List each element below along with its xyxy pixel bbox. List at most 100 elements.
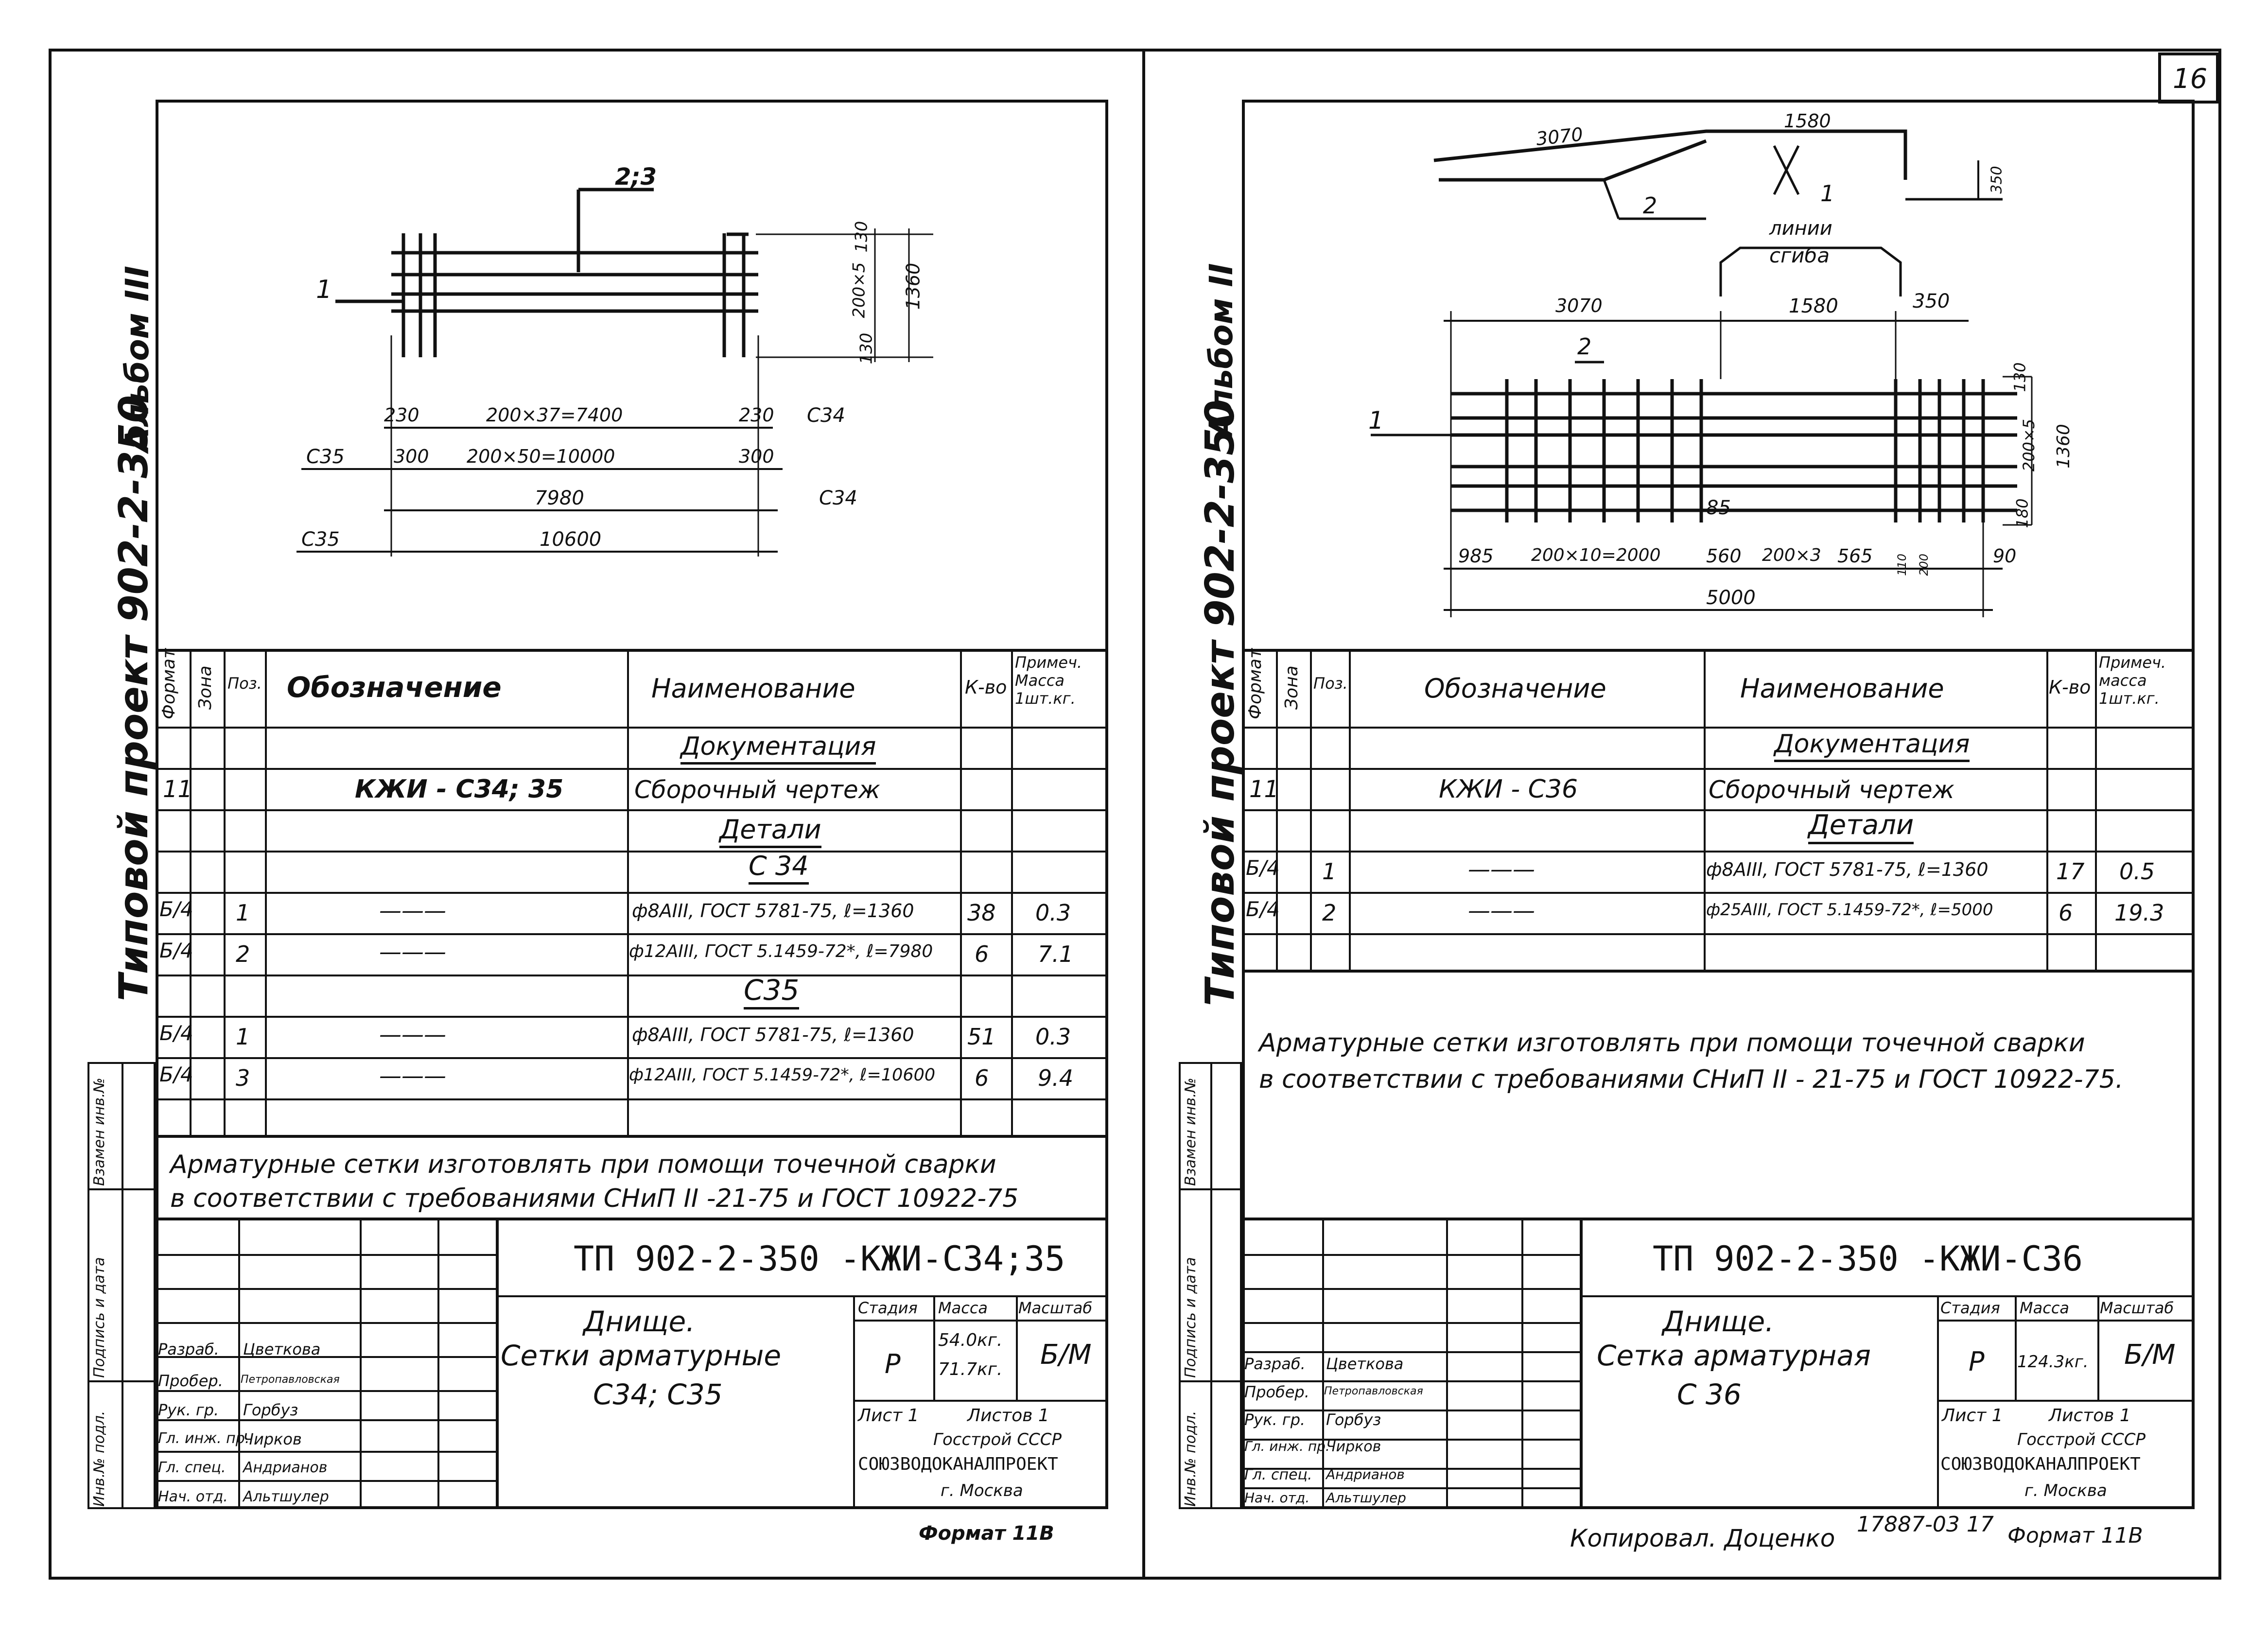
page-border [49,49,2221,1580]
left-sheet-frame [156,100,1108,1509]
right-row5-qty: 6 [2059,900,2073,926]
left-row5-pos: 1 [236,900,250,926]
right-spec-r1 [1242,768,2195,770]
right-sheet-frame [1242,100,2195,1509]
left-spec-c5 [960,649,962,1135]
copy-note: Копировал. Доценко [1570,1524,1835,1552]
right-dim-985: 985 [1458,545,1494,567]
right-name-2: Петропавловская [1324,1385,1423,1397]
right-rdim-180: 180 [2013,498,2032,528]
right-row4-name: ф8АIII, ГОСТ 5781-75, ℓ=1360 [1706,859,1989,880]
right-rdim-1360: 1360 [2053,424,2074,469]
right-spec-bottom [1242,970,2195,973]
left-tb-v4 [1016,1295,1018,1400]
left-city: г. Москва [941,1481,1023,1500]
left-row8-pos: 1 [236,1024,250,1050]
left-sg-v1 [238,1218,240,1509]
left-col-code: Обозначение [287,671,502,704]
right-role-5: Гл. спец. [1244,1466,1312,1483]
left-row1-code: КЖИ - С34; 35 [355,775,564,804]
right-rdim-200x5: 200×5 [2020,418,2039,472]
right-dim-2000: 200×10=2000 [1531,545,1661,565]
left-sg-v3 [437,1218,439,1509]
right-tb-h2 [1937,1320,2195,1322]
right-spec-c1 [1276,649,1278,970]
left-role-2: Пробер. [158,1372,223,1390]
left-mark-c35b: С35 [301,528,340,551]
left-doc-code: ТП 902-2-350 -КЖИ-С34;35 [574,1239,1065,1279]
left-title-2: Сетки арматурные [501,1339,782,1372]
order-no: 17887-03 17 [1857,1512,1994,1537]
left-name-5: Андрианов [243,1459,328,1476]
left-row8-qty: 51 [967,1024,996,1050]
right-row-docs: Документация [1774,731,1970,762]
right-dim-1580: 1580 [1789,295,1838,317]
right-org2: СОЮЗВОДОКАНАЛПРОЕКТ [1940,1454,2141,1474]
right-row5-code: ——— [1468,897,1535,923]
right-margin-h2 [1179,1380,1242,1382]
left-spec-r7 [156,1016,1108,1018]
left-mark-c34a: С34 [807,404,845,427]
left-dim-230a: 230 [384,404,419,426]
left-name-3: Горбуз [243,1401,298,1419]
right-sg-h8 [1242,1468,1580,1470]
right-dim-200x3: 200×3 [1762,545,1821,565]
left-margin-h2 [87,1380,156,1382]
left-spec-r5 [156,933,1108,935]
right-row-parts: Детали [1808,812,1914,844]
left-tb-h2 [853,1320,1108,1322]
right-bend-note-2: сгиба [1769,244,1830,267]
right-top-1580: 1580 [1784,110,1831,132]
left-tb-top [156,1218,1108,1220]
right-sg-v1 [1322,1218,1324,1509]
left-spec-c1 [190,649,192,1135]
left-note-line1: Арматурные сетки изготовлять при помощи … [170,1150,996,1179]
left-spec-c4 [627,649,629,1135]
right-row4-note: 0.5 [2119,858,2155,885]
left-format: Формат 11В [919,1522,1054,1545]
right-stage-label: Стадия [1940,1299,2000,1317]
right-name-4: Чирков [1326,1438,1381,1455]
left-org2: СОЮЗВОДОКАНАЛПРОЕКТ [858,1454,1058,1474]
left-row9-name: ф12АIII, ГОСТ 5.1459-72*, ℓ=10600 [629,1065,936,1085]
right-mass: 124.3кг. [2017,1352,2089,1372]
left-tb-h3 [853,1400,1108,1402]
left-name-1: Цветкова [243,1340,321,1358]
left-col-qty: К-во [965,677,1007,698]
left-mark-c34b: С34 [819,487,857,509]
left-section-mark: 2;3 [615,163,657,191]
right-spec-c4 [1704,649,1706,970]
left-spec-head [156,727,1108,729]
right-spec-c5 [2046,649,2048,970]
left-dim-7980: 7980 [535,487,584,509]
left-role-3: Рук. гр. [158,1401,219,1419]
right-col-code: Обозначение [1424,673,1606,704]
right-role-3: Рук. гр. [1244,1410,1306,1429]
right-role-1: Разраб. [1244,1355,1306,1373]
left-spec-r1 [156,768,1108,770]
right-margin-3: Инв.№ подл. [1182,1410,1199,1507]
right-sg-v3 [1521,1218,1523,1509]
left-mark-c35a: С35 [306,446,345,468]
right-sg-h6 [1242,1410,1580,1411]
left-margin-strip-div [122,1062,123,1509]
left-row9-pos: 3 [236,1065,250,1091]
right-spec-top [1242,649,2195,652]
left-pos1-label: 1 [316,275,332,304]
right-mesh-pos1: 1 [1368,406,1384,435]
left-row5-code: ——— [379,897,446,923]
left-spec-r4 [156,892,1108,894]
left-stage: Р [885,1349,901,1379]
left-sg-h1 [156,1254,496,1256]
right-margin-1: Взамен инв.№ [1182,1078,1199,1186]
right-col-qty: К-во [2049,677,2091,698]
left-row-parts: Детали [719,817,821,848]
right-dim-200: 200 [1917,554,1931,576]
left-dim-7400: 200×37=7400 [486,404,623,426]
left-tb-v1 [496,1218,499,1509]
left-mass-label: Масса [938,1299,988,1317]
right-top-350: 350 [1988,166,2006,194]
right-dim-3070: 3070 [1555,295,1603,316]
right-dim-85: 85 [1706,497,1731,519]
left-role-5: Гл. спец. [158,1459,226,1476]
